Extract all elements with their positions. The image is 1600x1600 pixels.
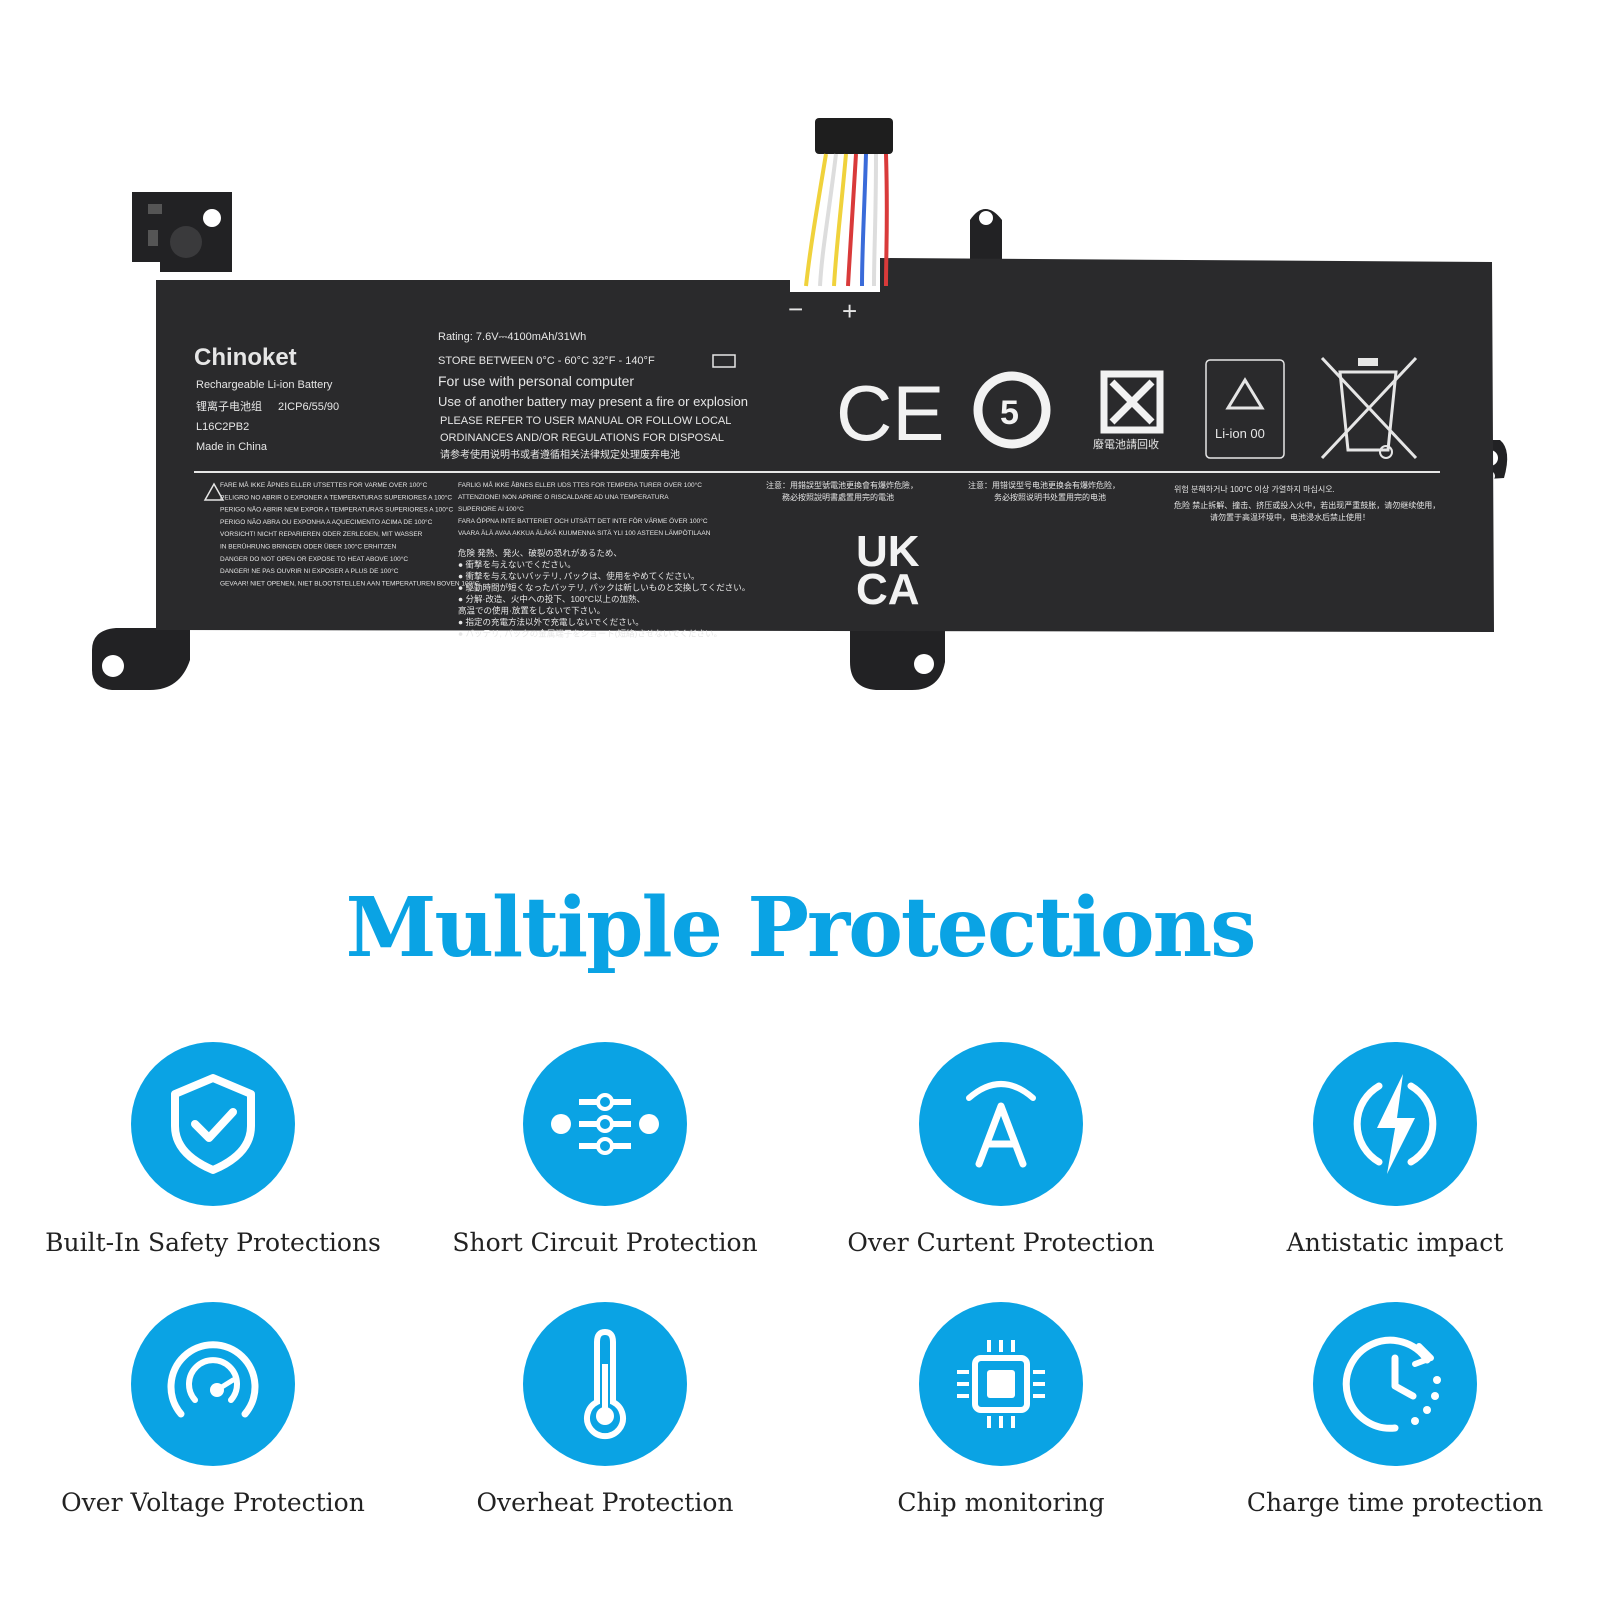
fine-print-line: 注意：用错误型号电池更换会有爆炸危险， (968, 480, 1120, 490)
feature-built-in-safety: Built-In Safety Protections (18, 1042, 408, 1257)
fine-print-line: 请勿置于高温环境中，电池浸水后禁止使用！ (1210, 512, 1370, 522)
battery-brand: Chinoket (194, 344, 297, 371)
fine-print-line: VAARA ÄLÄ AVAA AKKUA ÄLÄKÄ KUUMENNA SITÄ… (458, 529, 711, 537)
fine-print-line: VORSICHT! NICHT REPARIEREN ODER ZERLEGEN… (220, 531, 423, 538)
feature-over-voltage: Over Voltage Protection (18, 1302, 408, 1517)
fine-print-line: FARA ÖPPNA INTE BATTERIET OCH UTSÄTT DET… (458, 517, 708, 525)
gauge-icon (167, 1341, 259, 1418)
feature-short-circuit: Short Circuit Protection (410, 1042, 800, 1257)
ukca-mark-top: UK (856, 527, 920, 576)
battery-type: Rechargeable Li-ion Battery (196, 379, 333, 391)
fine-print-right: 注意：用錯誤型號電池更換會有爆炸危險， 務必按照說明書處置用完的電池 注意：用错误型… (766, 480, 1440, 522)
page-headline: Multiple Protections (345, 880, 1257, 976)
battery-product-image: − + Chinoket Rechargeable Li-ion Battery… (92, 118, 1508, 690)
feature-overheat: Overheat Protection (410, 1302, 800, 1517)
warning-icon (203, 482, 225, 501)
battery-store: STORE BETWEEN 0°C - 60°C 32°F - 140°F (438, 355, 655, 367)
feature-label: Antistatic impact (1286, 1228, 1504, 1257)
feature-label: Built-In Safety Protections (45, 1228, 381, 1257)
thermometer-icon (584, 1328, 626, 1440)
feature-label: Charge time protection (1246, 1488, 1544, 1517)
fine-print-line: 高温での使用·放置をしないで下さい。 (458, 606, 605, 616)
battery-warning: Use of another battery may present a fir… (438, 394, 748, 409)
fine-print-line: 注意：用錯誤型號電池更換會有爆炸危險， (766, 480, 918, 490)
fine-print-line: 務必按照說明書處置用完的電池 (782, 492, 894, 502)
battery-symbol-icon (712, 354, 736, 368)
battery-cell-code: 2ICP6/55/90 (278, 401, 339, 413)
fine-print-line: ● 指定の充電方法以外で充電しないでください。 (458, 617, 644, 627)
lightning-icon (1353, 1074, 1437, 1174)
fine-print-line: PERIGO NÃO ABRIR NEM EXPOR A TEMPERATURA… (220, 505, 453, 514)
fine-print-line: 务必按照说明书处置用完的电池 (994, 492, 1106, 502)
circuit-icon (551, 1093, 659, 1155)
fine-print-line: ● 駆動時間が短くなったバッテリ, パックは新しいものと交換してください。 (458, 583, 750, 593)
feature-over-current: Over Curtent Protection (806, 1042, 1196, 1257)
fine-print-line: 危险 禁止拆解、撞击、挤压或投入火中，若出现严重鼓胀，请勿继续使用， (1174, 500, 1440, 510)
fine-print-line: GEVAAR! NIET OPENEN, NIET BLOOTSTELLEN A… (220, 579, 480, 587)
battery-cell-code-cn: 锂离子电池组 (196, 399, 262, 413)
battery-origin: Made in China (196, 441, 268, 453)
feature-label: Short Circuit Protection (452, 1228, 758, 1257)
feature-label: Overheat Protection (476, 1488, 734, 1517)
svg-text:Li-ion 00: Li-ion 00 (1215, 426, 1265, 441)
fine-print-line: ● 衝撃を与えないバッテリ, パックは、使用をやめてください。 (458, 571, 699, 581)
terminal-plus: + (842, 296, 857, 326)
ampere-icon (966, 1081, 1036, 1168)
chip-icon (957, 1340, 1045, 1428)
feature-antistatic: Antistatic impact (1200, 1042, 1590, 1257)
feature-label: Over Curtent Protection (847, 1228, 1155, 1257)
feature-charge-time: Charge time protection (1200, 1302, 1590, 1517)
battery-use: For use with personal computer (438, 373, 634, 389)
fine-print-line: ● バッテリ, パックの金属端子をショート(短絡)させないでください。 (458, 629, 722, 639)
fine-print-line: PERIGO NÃO ABRA OU EXPONHA A AQUECIMENTO… (220, 517, 433, 526)
fine-print-japanese: 危険 発熱、発火、破裂の恐れがあるため、 ● 衝撃を与えないでください。● 衝撃を… (458, 548, 750, 639)
fine-print-line: IN BERÜHRUNG BRINGEN ODER ÜBER 100°C ERH… (220, 543, 397, 551)
ce-mark: CE (836, 369, 944, 457)
fine-print-line: PELIGRO NO ABRIR O EXPONER A TEMPERATURA… (220, 493, 452, 501)
battery-rating: Rating: 7.6V⎓4100mAh/31Wh (438, 331, 586, 343)
fine-print-line: SUPERIORE AI 100°C (458, 505, 524, 513)
svg-text:5: 5 (1000, 394, 1019, 432)
battery-refer-2: ORDINANCES AND/OR REGULATIONS FOR DISPOS… (440, 432, 724, 444)
terminal-minus: − (788, 294, 803, 324)
ukca-mark-bottom: CA (856, 565, 920, 614)
battery-model: L16C2PB2 (196, 421, 249, 433)
fine-print-line: ● 衝撃を与えないでください。 (458, 560, 576, 570)
shield-check-icon (171, 1074, 255, 1174)
fine-print-line: ATTENZIONE! NON APRIRE O RISCALDARE AD U… (458, 494, 669, 501)
recycle-label-cn: 廢電池請回收 (1093, 437, 1159, 451)
li-ion-recycle-icon: Li-ion 00 (1205, 359, 1285, 459)
feature-chip-monitoring: Chip monitoring (806, 1302, 1196, 1517)
fine-print-line: FARLIG MÅ IKKE ÅBNES ELLER UDS TTES FOR … (458, 480, 702, 489)
fine-print-line: 危険 発熱、発火、破裂の恐れがあるため、 (458, 548, 622, 558)
fine-print-line: DANGER! NE PAS OUVRIR NI EXPOSER A PLUS … (220, 567, 399, 575)
fine-print-line: FARE MÅ IKKE ÅPNES ELLER UTSETTES FOR VA… (220, 480, 428, 489)
clock-icon (1342, 1336, 1441, 1432)
feature-label: Chip monitoring (897, 1488, 1105, 1517)
battery-refer-cn: 请参考使用说明书或者遵循相关法律规定处理废弃电池 (440, 448, 680, 461)
crossed-bin-icon (1320, 356, 1418, 460)
fine-print-line: 위험 분해하거나 100°C 이상 가열하지 마십시오. (1174, 484, 1335, 494)
recycle-5-icon: 5 (973, 371, 1051, 449)
battery-recycle-icon (1100, 370, 1164, 434)
fine-print-line: DANGER DO NOT OPEN OR EXPOSE TO HEAT ABO… (220, 555, 408, 563)
fine-print-line: ● 分解·改造、火中への投下、100°C以上の加熱、 (458, 594, 645, 604)
battery-refer-1: PLEASE REFER TO USER MANUAL OR FOLLOW LO… (440, 415, 731, 427)
fine-print-middle: FARLIG MÅ IKKE ÅBNES ELLER UDS TTES FOR … (458, 480, 711, 537)
fine-print-left: FARE MÅ IKKE ÅPNES ELLER UTSETTES FOR VA… (220, 480, 480, 587)
feature-label: Over Voltage Protection (61, 1488, 365, 1517)
